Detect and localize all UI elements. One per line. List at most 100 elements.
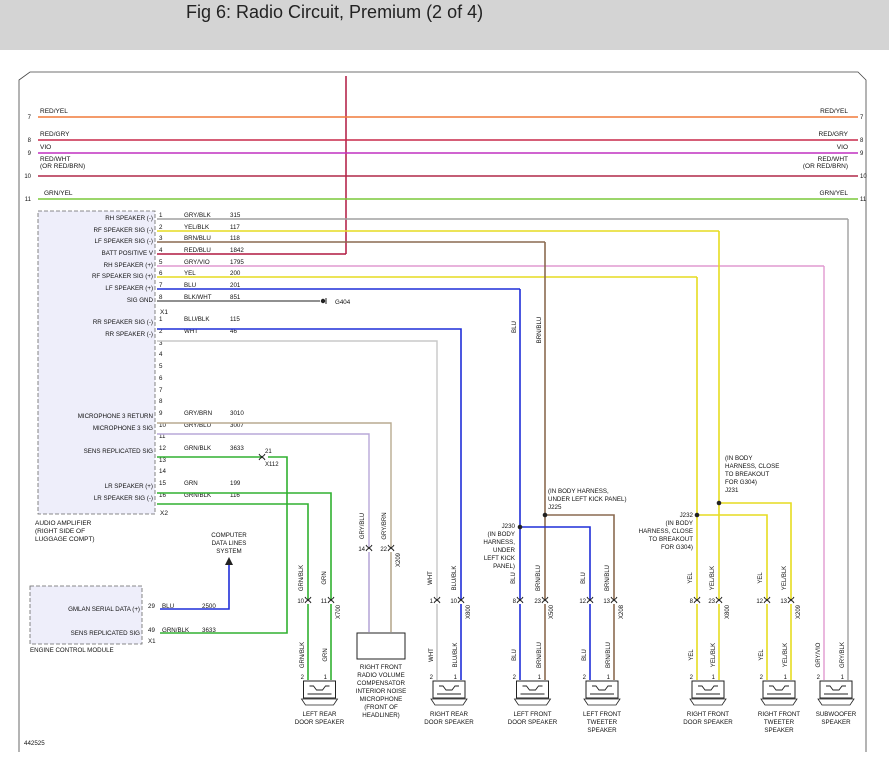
arrow-up-icon bbox=[225, 557, 233, 565]
bus-label-left: RED/GRY bbox=[40, 131, 70, 138]
bus-pin-left: 8 bbox=[28, 138, 32, 144]
rr-speaker-sig-wire bbox=[157, 328, 462, 600]
amp-pin-number: 15 bbox=[159, 480, 166, 487]
bus-label-left: RED/WHT bbox=[40, 156, 70, 163]
amp-pin-number: 8 bbox=[159, 294, 163, 301]
wire-label: BLU/BLK bbox=[453, 643, 459, 668]
inline-connector bbox=[365, 548, 373, 552]
amp-pin-number: 3 bbox=[159, 340, 163, 347]
speaker-icon bbox=[689, 698, 727, 706]
splice-note: J225 bbox=[548, 504, 562, 511]
speaker-pin: 1 bbox=[454, 675, 458, 681]
circuit-number: 851 bbox=[230, 294, 241, 301]
wire-label: YEL/BLK bbox=[711, 643, 717, 667]
wire-label: GRN/BLK bbox=[300, 642, 306, 668]
speaker-pin: 2 bbox=[760, 675, 764, 681]
ecm-pin-name: SENS REPLICATED SIG bbox=[71, 630, 141, 637]
speaker-icon bbox=[762, 680, 796, 699]
bus-pin-left: 11 bbox=[25, 197, 32, 203]
amp-pin-number: 1 bbox=[159, 316, 163, 323]
wire-label: BRN/BLU bbox=[536, 565, 542, 591]
wire-color-label: WHT bbox=[184, 328, 198, 335]
component-name: HEADLINER) bbox=[362, 712, 399, 719]
inline-connector bbox=[457, 596, 465, 600]
wire-color-label: BRN/BLU bbox=[184, 235, 211, 242]
bus-pin-left: 9 bbox=[28, 151, 32, 157]
component-name: RADIO VOLUME bbox=[357, 672, 404, 679]
circuit-number: 199 bbox=[230, 480, 241, 487]
wire-label: GRN bbox=[322, 571, 328, 584]
ground-label: G404 bbox=[335, 299, 351, 306]
ecm-box bbox=[29, 585, 143, 645]
amp-pin-number: 14 bbox=[159, 468, 166, 475]
amp-pin-name: SIG GND bbox=[127, 297, 154, 304]
component-name: DOOR SPEAKER bbox=[295, 719, 345, 726]
wire-label: BRN/BLU bbox=[606, 642, 612, 668]
component-name: SUBWOOFER bbox=[816, 711, 857, 718]
bus-label-right: (OR RED/BRN) bbox=[803, 163, 848, 170]
amp-pin-name: BATT POSITIVE V bbox=[102, 250, 154, 257]
inline-connector bbox=[304, 600, 312, 604]
splice-note: J231 bbox=[725, 487, 739, 494]
circuit-number: 3633 bbox=[230, 445, 244, 452]
wire-color-label: GRY/BRN bbox=[184, 410, 212, 417]
amp-pin-number: 10 bbox=[159, 422, 166, 429]
splice-j231 bbox=[716, 500, 722, 506]
speaker-icon bbox=[824, 685, 848, 695]
amplifier-caption: (RIGHT SIDE OF bbox=[35, 528, 85, 535]
amp-pin-name: RH SPEAKER (-) bbox=[105, 215, 153, 222]
ecm-pin-number: 29 bbox=[148, 603, 155, 610]
wire-label: BRN/BLU bbox=[605, 565, 611, 591]
bus-pin-right: 8 bbox=[860, 138, 864, 144]
lr-speaker-neg-wire bbox=[157, 503, 309, 600]
connector-id: X800 bbox=[725, 604, 731, 619]
bus-label-left: RED/YEL bbox=[40, 108, 68, 115]
figure-title: Fig 6: Radio Circuit, Premium (2 of 4) bbox=[186, 2, 484, 22]
wire-label: YEL bbox=[689, 649, 695, 661]
amp-pin-number: 13 bbox=[159, 457, 166, 464]
ecm-connector-label: X1 bbox=[148, 638, 156, 645]
circuit-number: 315 bbox=[230, 212, 241, 219]
inline-connector bbox=[457, 600, 465, 604]
inline-connector bbox=[610, 596, 618, 600]
speaker-icon bbox=[516, 680, 549, 699]
wire-label: BLU/BLK bbox=[452, 566, 458, 591]
speaker-pin: 2 bbox=[583, 675, 587, 681]
figure-id: 442525 bbox=[24, 740, 45, 747]
splice-note: TO BREAKOUT bbox=[725, 471, 769, 478]
wire-label: BLU bbox=[581, 572, 587, 584]
component-name: LEFT FRONT bbox=[513, 711, 551, 718]
bus-label-left: GRN/YEL bbox=[44, 190, 73, 197]
ecm-caption: ENGINE CONTROL MODULE bbox=[30, 647, 114, 654]
wire-color-label: GRN/BLK bbox=[184, 445, 212, 452]
wire-color-label: YEL bbox=[184, 270, 196, 277]
bus-pin-left: 7 bbox=[28, 115, 32, 121]
bus-pin-right: 7 bbox=[860, 115, 864, 121]
inline-connector bbox=[365, 544, 373, 548]
connector-pin: 14 bbox=[358, 547, 365, 553]
amp-pin-name: LF SPEAKER (+) bbox=[105, 285, 153, 292]
inline-connector bbox=[433, 596, 441, 600]
speaker-icon bbox=[585, 680, 619, 699]
amp-pin-name: RF SPEAKER SIG (+) bbox=[92, 273, 153, 280]
inline-connector bbox=[304, 596, 312, 600]
inline-connector bbox=[516, 596, 524, 600]
diagram-frame bbox=[18, 71, 867, 752]
speaker-pin: 2 bbox=[690, 675, 694, 681]
speaker-icon bbox=[430, 698, 468, 706]
amp-pin-number: 5 bbox=[159, 363, 163, 370]
inline-connector bbox=[763, 600, 771, 604]
speaker-icon bbox=[760, 698, 798, 706]
rf-tweeter-pos-wire bbox=[697, 514, 768, 600]
speaker-pin: 1 bbox=[784, 675, 788, 681]
inline-connector bbox=[327, 600, 335, 604]
splice-note: TO BREAKOUT bbox=[649, 536, 693, 543]
connector-pin: 10 bbox=[450, 599, 457, 605]
x112-pin: 21 bbox=[265, 449, 272, 455]
wire-label: BLU bbox=[582, 649, 588, 661]
amp-pin-number: 1 bbox=[159, 212, 163, 219]
connector-pin: 12 bbox=[756, 599, 763, 605]
ground-symbol bbox=[320, 298, 326, 304]
wire-color-label: GRN/BLK bbox=[184, 492, 212, 499]
computer-data-lines-label: COMPUTER bbox=[211, 532, 247, 539]
